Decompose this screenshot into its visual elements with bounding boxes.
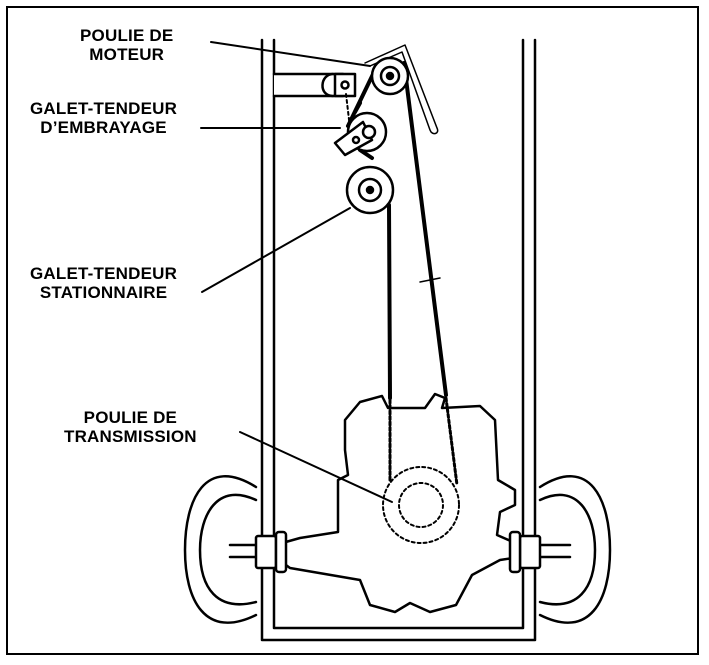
right-wheel bbox=[533, 475, 612, 624]
label-engine-pulley: POULIE DE MOTEUR bbox=[80, 26, 173, 64]
clutch-idler bbox=[333, 111, 388, 157]
axle-caps bbox=[254, 530, 542, 574]
diagram-border bbox=[6, 6, 699, 655]
transmission-housing bbox=[273, 392, 522, 614]
label-transmission-pulley: POULIE DE TRANSMISSION bbox=[64, 408, 197, 446]
label-transmission-pulley-line1: POULIE DE bbox=[83, 408, 178, 427]
label-clutch-idler-line1: GALET-TENDEUR bbox=[30, 99, 178, 118]
label-transmission-pulley-line2: TRANSMISSION bbox=[64, 427, 197, 446]
drive-belt bbox=[346, 61, 448, 400]
label-clutch-idler-line2: D’EMBRAYAGE bbox=[40, 118, 167, 137]
idler-bracket bbox=[272, 72, 357, 129]
belt-hidden bbox=[388, 396, 459, 487]
leader-lines bbox=[200, 41, 393, 503]
label-stationary-idler-line1: GALET-TENDEUR bbox=[30, 264, 178, 283]
label-stationary-idler: GALET-TENDEUR STATIONNAIRE bbox=[30, 264, 177, 302]
label-clutch-idler: GALET-TENDEUR D’EMBRAYAGE bbox=[30, 99, 177, 137]
engine-pulley bbox=[370, 56, 410, 96]
transmission-pulley-hidden bbox=[382, 466, 460, 544]
belt-guide-spring bbox=[364, 44, 441, 283]
label-engine-pulley-line1: POULIE DE bbox=[80, 26, 174, 45]
stationary-idler bbox=[345, 165, 395, 215]
label-stationary-idler-line2: STATIONNAIRE bbox=[39, 283, 168, 302]
label-engine-pulley-line2: MOTEUR bbox=[89, 45, 165, 64]
frame-rails bbox=[260, 38, 537, 642]
left-wheel bbox=[183, 475, 264, 624]
